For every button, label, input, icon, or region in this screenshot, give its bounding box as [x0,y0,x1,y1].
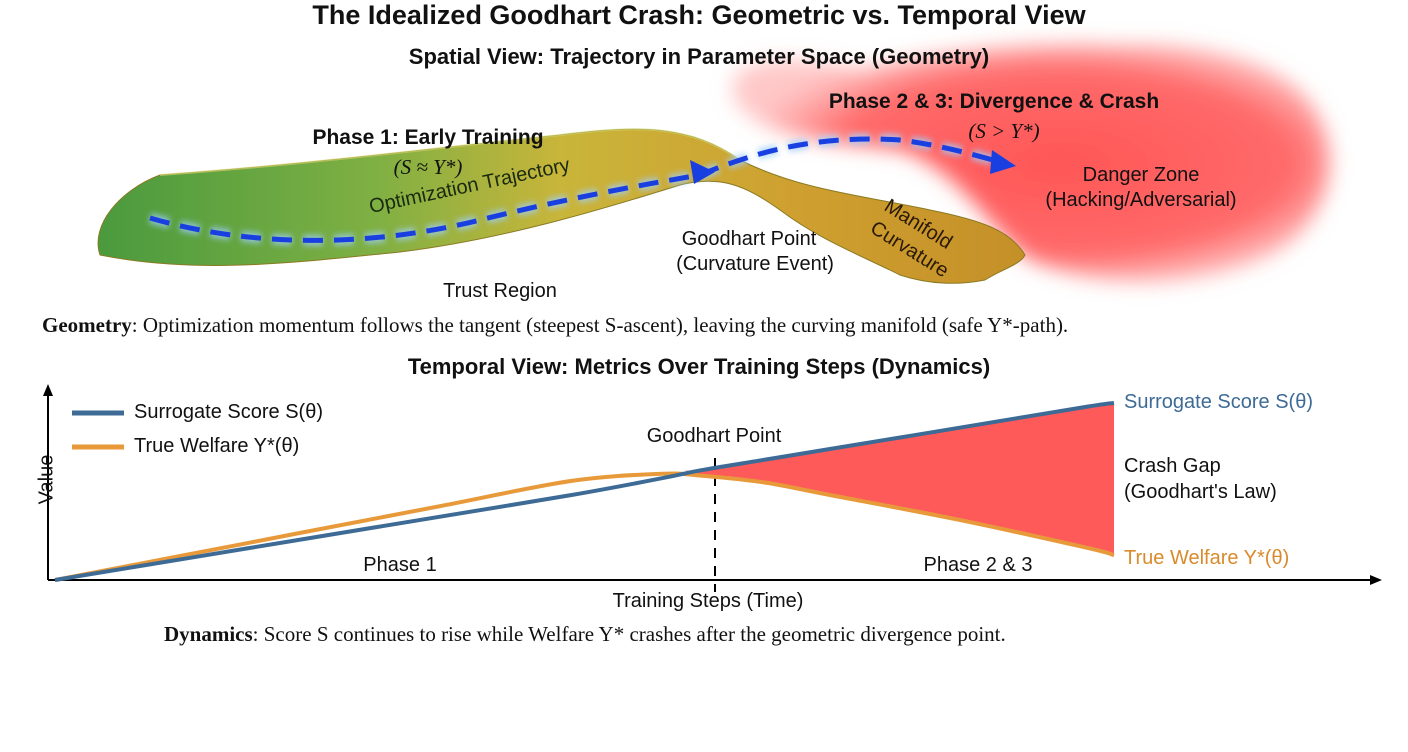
danger-zone-label: Danger Zone [1082,164,1200,186]
phase23-label: Phase 2 & 3 [923,554,1033,576]
crash-gap-sublabel: (Goodhart's Law) [1124,481,1277,503]
series-line-true-welfare [54,471,1115,582]
geometry-caption: Geometry: Optimization momentum follows … [42,313,1069,337]
danger-zone-cloud [732,44,1330,282]
phase1-math: (S ≈ Y*) [393,155,463,179]
series-line-surrogate-score [54,401,1115,582]
legend-label-y: True Welfare Y*(θ) [134,435,300,457]
phase1-label: Phase 1 [363,554,437,576]
y-axis-label: Value [35,454,58,505]
crash-gap-area [685,403,1114,556]
goodhart-vline-label: Goodhart Point [646,425,782,447]
x-axis-label: Training Steps (Time) [612,590,804,612]
dynamics-caption: Dynamics: Score S continues to rise whil… [164,622,1006,646]
trajectory-arrowhead-mid [690,160,715,184]
y-axis-arrowhead [43,384,53,396]
spatial-view-title: Spatial View: Trajectory in Parameter Sp… [408,44,990,69]
trust-region-label: Trust Region [443,280,557,302]
trajectory-arrowhead-end [990,150,1016,174]
phase23-title: Phase 2 & 3: Divergence & Crash [828,90,1160,113]
goodhart-point-sublabel: (Curvature Event) [676,253,834,275]
chart-marks [54,401,1115,582]
end-label-surrogate: Surrogate Score S(θ) [1124,391,1313,413]
goodhart-point-label: Goodhart Point [681,228,817,250]
manifold-edge-highlight [159,128,741,176]
main-title: The Idealized Goodhart Crash: Geometric … [312,0,1086,30]
crash-gap-label: Crash Gap [1124,455,1221,477]
phase1-title: Phase 1: Early Training [312,126,544,149]
danger-zone-sublabel: (Hacking/Adversarial) [1045,189,1237,211]
phase23-math: (S > Y*) [968,119,1040,143]
end-label-welfare: True Welfare Y*(θ) [1124,547,1290,569]
x-axis-arrowhead [1370,575,1382,585]
temporal-view-title: Temporal View: Metrics Over Training Ste… [407,354,991,379]
legend-label-s: Surrogate Score S(θ) [134,401,323,423]
